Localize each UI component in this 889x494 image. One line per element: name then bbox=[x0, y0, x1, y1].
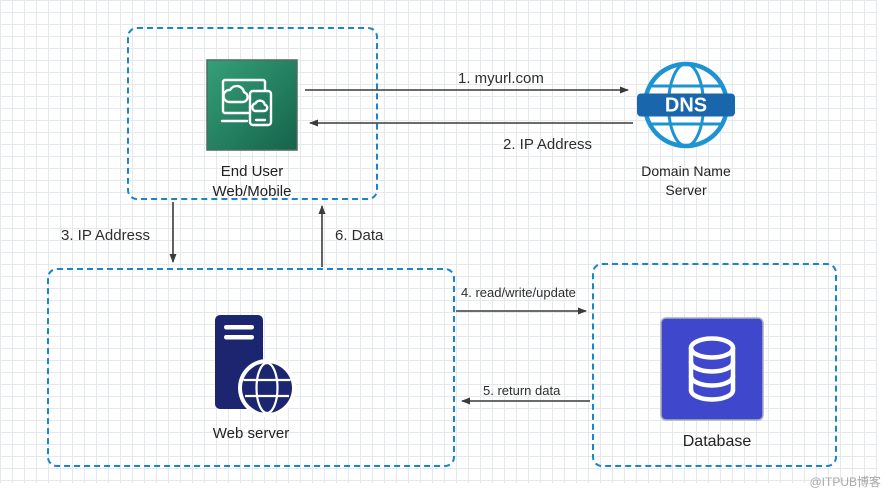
web-server-container-box bbox=[47, 268, 455, 467]
end-user-icon bbox=[206, 59, 298, 151]
dns-band bbox=[637, 93, 735, 117]
cylinder-mid-arc-2 bbox=[688, 373, 736, 388]
edge-label-step2: 2. IP Address bbox=[503, 136, 592, 153]
cylinder-mid-arc-1 bbox=[688, 359, 736, 374]
end-user-label-line1: End User bbox=[220, 163, 284, 180]
dns-badge-text: DNS bbox=[665, 95, 707, 117]
database-label: Database bbox=[682, 433, 752, 450]
web-server-label: Web server bbox=[212, 425, 290, 442]
edge-label-step1: 1. myurl.com bbox=[458, 70, 544, 87]
dns-label-line1: Domain Name bbox=[641, 163, 731, 179]
server-slot-1 bbox=[224, 325, 254, 330]
server-globe-meridian bbox=[255, 361, 279, 415]
watermark: @ITPUB博客 bbox=[809, 475, 881, 489]
edge-label-step5: 5. return data bbox=[483, 383, 561, 398]
cloud-icon bbox=[222, 84, 249, 104]
dns-globe-icon: DNS bbox=[637, 61, 735, 149]
edge-label-step4: 4. read/write/update bbox=[461, 285, 576, 300]
web-server-icon bbox=[215, 315, 296, 417]
edge-label-step3: 3. IP Address bbox=[61, 227, 150, 244]
edge-label-step6: 6. Data bbox=[335, 227, 384, 244]
database-icon-background bbox=[660, 317, 764, 421]
cylinder-bottom-arc bbox=[688, 387, 736, 402]
end-user-label: End User Web/Mobile bbox=[177, 162, 327, 202]
server-globe bbox=[242, 363, 292, 413]
database-icon bbox=[660, 317, 764, 421]
phone-cloud-icon bbox=[251, 99, 269, 113]
dns-label: Domain Name Server bbox=[611, 162, 761, 200]
database-container-box bbox=[592, 263, 837, 467]
phone-icon bbox=[248, 89, 273, 127]
end-user-label-line2: Web/Mobile bbox=[212, 183, 292, 200]
server-slot-2 bbox=[224, 335, 254, 340]
dns-label-line2: Server bbox=[665, 182, 707, 198]
end-user-container-box bbox=[127, 27, 378, 200]
